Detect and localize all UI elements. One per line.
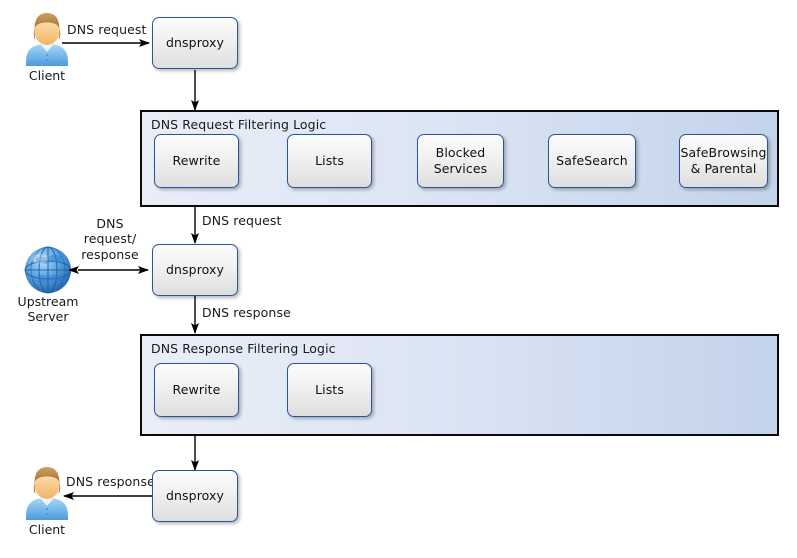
node-resp-rewrite[interactable]: Rewrite [154,363,239,417]
edge-label-proxy-middle-to-response-group: DNS response [202,305,291,320]
client-bottom-label: Client [28,522,66,537]
node-req-rewrite[interactable]: Rewrite [154,134,239,188]
node-resp-lists-label: Lists [315,382,344,398]
node-req-lists[interactable]: Lists [287,134,372,188]
node-req-blocked-services[interactable]: Blocked Services [417,134,504,188]
dns-request-filtering-logic-group: DNS Request Filtering Logic [140,110,779,207]
edge-label-request-group-to-proxy-middle: DNS request [202,213,282,228]
edge-label-proxy-bottom-to-client: DNS response [66,474,155,489]
dns-response-filtering-logic-group: DNS Response Filtering Logic [140,334,779,436]
node-resp-lists[interactable]: Lists [287,363,372,417]
dnsproxy-bottom[interactable]: dnsproxy [152,470,238,522]
node-req-lists-label: Lists [315,153,344,169]
globe-icon [24,246,72,294]
node-req-safebrowsing-parental-label: SafeBrowsing & Parental [680,145,767,176]
person-icon [26,13,68,66]
edge-label-proxy-middle-to-upstream: DNS request/ response [81,216,139,262]
upstream-server-label: Upstream Server [17,294,79,325]
dnsproxy-bottom-label: dnsproxy [165,488,225,504]
dnsproxy-middle-label: dnsproxy [165,262,225,278]
dnsproxy-middle[interactable]: dnsproxy [152,244,238,296]
dns-response-filtering-logic-title: DNS Response Filtering Logic [151,341,336,356]
node-req-blocked-services-label: Blocked Services [433,145,488,176]
client-top-label: Client [28,68,66,83]
person-icon [26,467,68,520]
dnsproxy-top[interactable]: dnsproxy [152,17,238,69]
dnsproxy-top-label: dnsproxy [165,35,225,51]
node-req-safesearch[interactable]: SafeSearch [548,134,636,188]
dns-request-filtering-logic-title: DNS Request Filtering Logic [151,117,327,132]
node-req-rewrite-label: Rewrite [172,153,221,169]
node-req-safesearch-label: SafeSearch [556,153,628,169]
node-req-safebrowsing-parental[interactable]: SafeBrowsing & Parental [679,134,768,188]
node-resp-rewrite-label: Rewrite [172,382,221,398]
edge-label-client-to-proxy-top: DNS request [67,22,147,37]
